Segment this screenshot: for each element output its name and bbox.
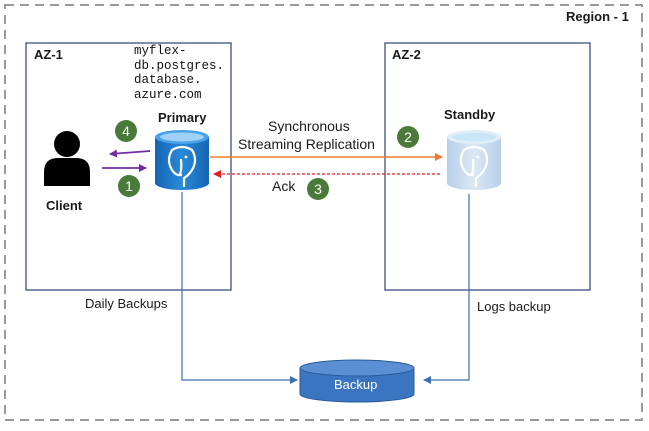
replication-label-line2: Streaming Replication xyxy=(238,136,375,152)
region-boundary xyxy=(4,4,643,421)
standby-label: Standby xyxy=(444,107,496,122)
step-badge-1: 1 xyxy=(118,175,140,197)
region-label: Region - 1 xyxy=(566,9,629,24)
step-badge-2: 2 xyxy=(397,126,419,148)
step-badge-4: 4 xyxy=(115,120,137,142)
primary-hostname: myflex- db.postgres. database. azure.com xyxy=(134,44,224,102)
az2-label: AZ-2 xyxy=(392,47,421,62)
hostname-line: myflex- xyxy=(134,44,187,58)
replication-label-line1: Synchronous xyxy=(268,118,350,134)
hostname-line: db.postgres. xyxy=(134,58,225,73)
standby-elephant-icon xyxy=(459,145,489,188)
logs-backup-label: Logs backup xyxy=(477,299,551,314)
standby-database-icon xyxy=(447,130,501,190)
client-user-icon xyxy=(44,131,90,186)
hostname-line: database. xyxy=(134,73,202,87)
backup-label: Backup xyxy=(334,377,378,392)
client-label: Client xyxy=(46,198,83,213)
backup-storage-icon xyxy=(299,359,415,403)
logs-backup-line xyxy=(423,194,470,384)
daily-backups-label: Daily Backups xyxy=(85,296,168,311)
arrow-primary-to-client xyxy=(109,149,151,158)
step-badge-3: 3 xyxy=(307,178,329,200)
daily-backup-line xyxy=(181,192,298,384)
ack-label: Ack xyxy=(272,178,296,194)
primary-label: Primary xyxy=(158,110,207,125)
az1-label: AZ-1 xyxy=(34,47,63,62)
hostname-line: azure.com xyxy=(134,87,202,102)
primary-database-icon xyxy=(155,130,209,190)
postgres-elephant-icon xyxy=(167,145,197,188)
